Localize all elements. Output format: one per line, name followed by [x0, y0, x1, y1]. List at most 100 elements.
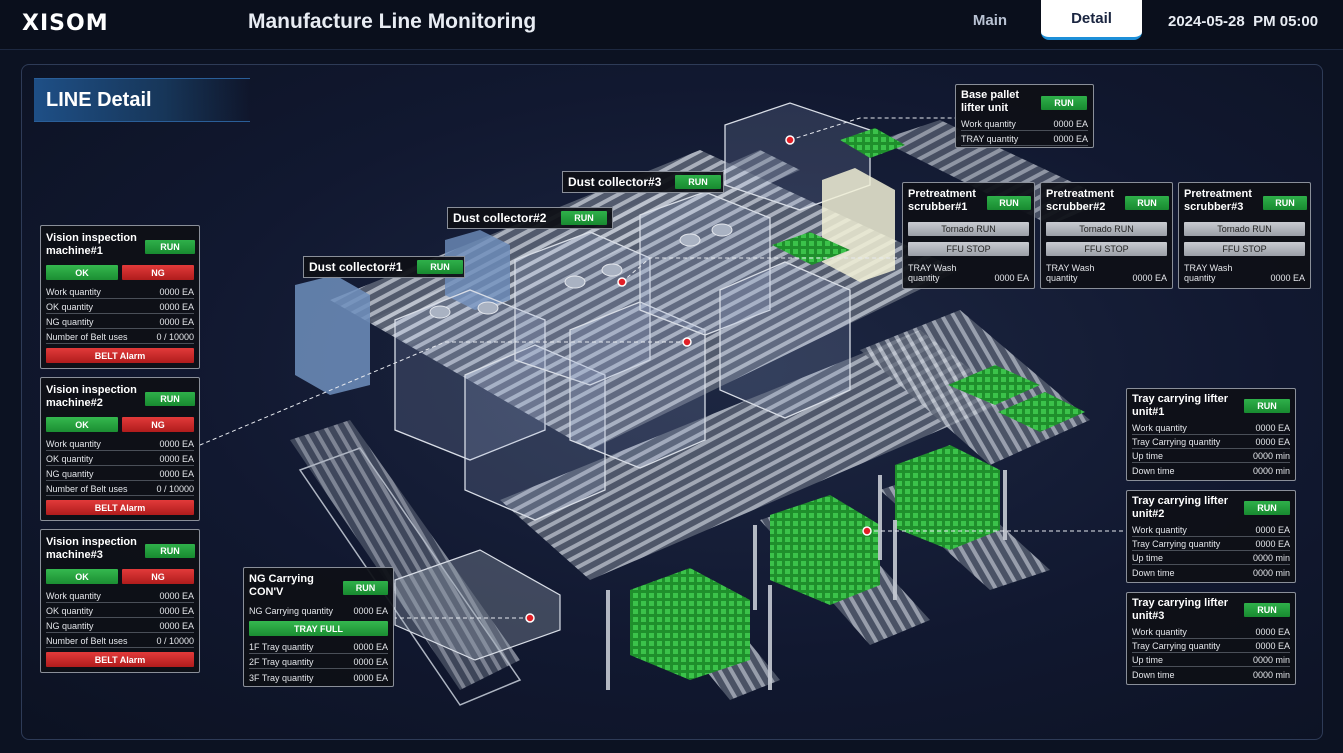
- row-label: OK quantity: [46, 606, 94, 616]
- row-value: 0000 EA: [994, 273, 1029, 283]
- ok-button[interactable]: OK: [46, 265, 118, 280]
- row-label: NG quantity: [46, 469, 94, 479]
- ffu-stop-button[interactable]: FFU STOP: [1184, 242, 1305, 256]
- main-roller-conveyor: [330, 150, 960, 450]
- row-value: 0 / 10000: [156, 484, 194, 494]
- row-label: Work quantity: [46, 287, 101, 297]
- ok-button[interactable]: OK: [46, 417, 118, 432]
- scrubber-panel-3: Pretreatment scrubber#3 RUN Tornado RUN …: [1178, 182, 1311, 289]
- row-label: Work quantity: [46, 591, 101, 601]
- row-label: Tray Carrying quantity: [1132, 641, 1221, 651]
- ng-button[interactable]: NG: [122, 569, 194, 584]
- row-value: 0000 EA: [1255, 539, 1290, 549]
- down-time-row: Down time 0000 min: [1132, 463, 1290, 477]
- belt-uses-row: Number of Belt uses 0 / 10000: [46, 481, 194, 496]
- row-value: 0000 min: [1252, 451, 1290, 461]
- panel-title: Pretreatment scrubber#3: [1184, 188, 1252, 213]
- row-value: 0000 EA: [1255, 423, 1290, 433]
- row-label: NG quantity: [46, 621, 94, 631]
- tray-full-button[interactable]: TRAY FULL: [249, 621, 388, 636]
- row-value: 0000 min: [1252, 568, 1290, 578]
- row-value: 0000 EA: [159, 439, 194, 449]
- row-label: Work quantity: [1132, 627, 1187, 637]
- panel-title: Pretreatment scrubber#2: [1046, 188, 1114, 213]
- dust-collector-1-label[interactable]: Dust collector#1 RUN: [303, 256, 465, 278]
- row-value: 0000 EA: [1132, 273, 1167, 283]
- base-pallet-lifter-panel: Base pallet lifter unit RUN Work quantit…: [955, 84, 1094, 148]
- tray-lifter-panel-3: Tray carrying lifter unit#3 RUN Work qua…: [1126, 592, 1296, 685]
- run-status-badge: RUN: [561, 211, 607, 225]
- row-label: Tray Carrying quantity: [1132, 539, 1221, 549]
- row-label: Number of Belt uses: [46, 332, 128, 342]
- row-label: Down time: [1132, 466, 1175, 476]
- dust-collector-3-label[interactable]: Dust collector#3 RUN: [562, 171, 724, 193]
- row-value: 0000 EA: [353, 606, 388, 616]
- row-label: Work quantity: [1132, 525, 1187, 535]
- row-value: 0000 EA: [1270, 273, 1305, 283]
- row-value: 0000 EA: [159, 621, 194, 631]
- row-label: 3F Tray quantity: [249, 673, 314, 683]
- run-status-badge: RUN: [1244, 501, 1290, 515]
- work-quantity-row: Work quantity 0000 EA: [1132, 421, 1290, 435]
- row-label: Down time: [1132, 670, 1175, 680]
- tab-detail[interactable]: Detail: [1041, 0, 1142, 40]
- belt-alarm-button[interactable]: BELT Alarm: [46, 652, 194, 667]
- ffu-stop-button[interactable]: FFU STOP: [908, 242, 1029, 256]
- row-label: Work quantity: [1132, 423, 1187, 433]
- tornado-run-button[interactable]: Tornado RUN: [1046, 222, 1167, 236]
- panel-title: Base pallet lifter unit: [961, 89, 1020, 114]
- belt-alarm-button[interactable]: BELT Alarm: [46, 500, 194, 515]
- tornado-run-button[interactable]: Tornado RUN: [1184, 222, 1305, 236]
- row-value: 0000 EA: [1255, 525, 1290, 535]
- run-status-badge: RUN: [1244, 603, 1290, 617]
- ng-button[interactable]: NG: [122, 265, 194, 280]
- ffu-stop-button[interactable]: FFU STOP: [1046, 242, 1167, 256]
- row-value: 0000 EA: [159, 302, 194, 312]
- panel-title: Vision inspection machine#1: [46, 232, 137, 257]
- row-value: 0000 EA: [1255, 627, 1290, 637]
- row-label: 2F Tray quantity: [249, 657, 314, 667]
- dust-collector-2-label[interactable]: Dust collector#2 RUN: [447, 207, 613, 229]
- run-status-badge: RUN: [145, 240, 195, 254]
- row-label: TRAY Wash quantity: [908, 263, 957, 283]
- run-status-badge: RUN: [1263, 196, 1307, 210]
- row-label: Down time: [1132, 568, 1175, 578]
- vision-inspection-housings: [394, 102, 871, 521]
- belt-alarm-button[interactable]: BELT Alarm: [46, 348, 194, 363]
- row-label: Up time: [1132, 655, 1164, 665]
- dust-collector-name: Dust collector#3: [568, 175, 662, 189]
- row-label: Work quantity: [961, 119, 1016, 129]
- row-value: 0000 EA: [159, 317, 194, 327]
- dust-collector-name: Dust collector#2: [453, 211, 547, 225]
- green-pallets: [630, 128, 1085, 680]
- row-value: 0000 EA: [1053, 119, 1088, 129]
- row-label: Number of Belt uses: [46, 484, 128, 494]
- dust-collector-unit: [295, 275, 370, 395]
- ng-button[interactable]: NG: [122, 417, 194, 432]
- work-quantity-row: Work quantity 0000 EA: [961, 117, 1088, 131]
- date-text: 2024-05-28: [1168, 13, 1245, 30]
- scrubber-cabinet: [822, 168, 895, 282]
- work-quantity-row: Work quantity 0000 EA: [1132, 523, 1290, 537]
- row-value: 0000 EA: [353, 657, 388, 667]
- row-label: Number of Belt uses: [46, 636, 128, 646]
- tray-carrying-row: Tray Carrying quantity 0000 EA: [1132, 537, 1290, 551]
- tab-main[interactable]: Main: [972, 11, 1008, 29]
- row-value: 0000 EA: [1255, 437, 1290, 447]
- panel-title: Tray carrying lifter unit#1: [1132, 393, 1228, 418]
- vision-machine-panel-1: Vision inspection machine#1 RUN OK NG Wo…: [40, 225, 200, 369]
- left-rack: [290, 420, 520, 690]
- row-value: 0000 min: [1252, 466, 1290, 476]
- row-value: 0000 min: [1252, 553, 1290, 563]
- ng-carrying-conveyor: [394, 549, 561, 661]
- ok-button[interactable]: OK: [46, 569, 118, 584]
- tornado-run-button[interactable]: Tornado RUN: [908, 222, 1029, 236]
